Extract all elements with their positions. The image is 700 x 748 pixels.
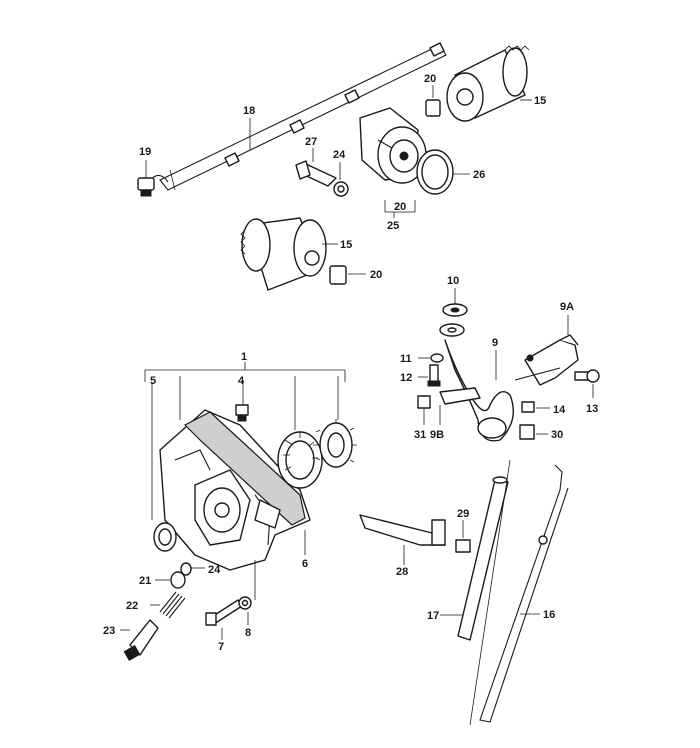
bracket-part-9a — [514, 315, 579, 386]
callout-14: 14 — [553, 404, 566, 416]
washer-part-24-top — [333, 162, 349, 197]
spring-part-20-top — [425, 85, 441, 117]
group-bracket-part-1 — [144, 362, 346, 520]
callout-4: 4 — [238, 375, 245, 387]
callout-13: 13 — [586, 403, 598, 415]
callout-22: 22 — [126, 600, 138, 612]
callout-24-lower: 24 — [208, 564, 221, 576]
gear-ring — [277, 431, 323, 489]
bolt-part-4 — [235, 404, 249, 422]
callout-18: 18 — [243, 105, 255, 117]
callout-7: 7 — [218, 641, 224, 653]
suction-pipe-part-9 — [444, 339, 514, 442]
bracket-part-28 — [359, 514, 446, 565]
callout-15-top: 15 — [534, 95, 546, 107]
callout-9: 9 — [492, 337, 498, 349]
callout-1: 1 — [241, 351, 247, 363]
screw-part-30 — [519, 424, 548, 440]
callout-24-top: 24 — [333, 149, 346, 161]
oil-pump-housing — [159, 409, 311, 571]
filter-housing-part-20 — [359, 107, 427, 184]
callout-28: 28 — [396, 566, 408, 578]
washer-part-11 — [418, 353, 444, 363]
callout-17: 17 — [427, 610, 439, 622]
bracket-part-9b — [439, 387, 481, 425]
callout-20-mid: 20 — [370, 269, 382, 281]
flange-part-10 — [439, 288, 468, 337]
nut-part-29 — [455, 520, 471, 553]
washer-part-8 — [238, 596, 252, 625]
callout-19: 19 — [139, 146, 151, 158]
oil-filter-part-15-top — [446, 45, 532, 122]
oil-filter-part-15-mid — [240, 217, 338, 291]
callout-9b: 9B — [430, 429, 444, 441]
bolt-part-13 — [574, 369, 600, 398]
callout-9a: 9A — [560, 301, 574, 313]
washer-part-24-lower — [180, 562, 192, 576]
gear — [313, 419, 357, 468]
callout-8: 8 — [245, 627, 251, 639]
callout-31: 31 — [414, 429, 426, 441]
callout-25: 25 — [387, 220, 399, 232]
plug-bolt-part-23 — [120, 619, 159, 662]
callout-6: 6 — [302, 558, 308, 570]
callout-27: 27 — [305, 136, 317, 148]
pipe-rail-part-18 — [149, 42, 447, 191]
sleeve-part-21 — [155, 571, 186, 589]
callout-12: 12 — [400, 372, 412, 384]
bolt-part-27 — [295, 148, 337, 187]
nut-part-31 — [417, 395, 431, 425]
spring-part-20-mid — [329, 265, 366, 285]
o-ring-part-26 — [416, 149, 470, 195]
callout-26: 26 — [473, 169, 485, 181]
callout-23: 23 — [103, 625, 115, 637]
callout-21: 21 — [139, 575, 151, 587]
callout-15-mid: 15 — [340, 239, 352, 251]
callout-20-bracket: 20 — [394, 201, 406, 213]
bolt-part-19 — [137, 160, 155, 197]
nut-part-14 — [521, 401, 550, 413]
callout-10: 10 — [447, 275, 459, 287]
bolt-part-12 — [418, 364, 441, 387]
spring-part-22 — [150, 591, 186, 619]
seal-part-5 — [153, 522, 177, 552]
dipstick-part-16 — [479, 464, 569, 723]
callout-20-top: 20 — [424, 73, 436, 85]
callout-5: 5 — [150, 375, 156, 387]
bolt-part-7 — [205, 599, 243, 640]
dipstick-tube-part-17 — [440, 476, 509, 641]
callout-11: 11 — [400, 353, 412, 365]
callout-16: 16 — [543, 609, 555, 621]
callout-29: 29 — [457, 508, 469, 520]
callout-30: 30 — [551, 429, 563, 441]
